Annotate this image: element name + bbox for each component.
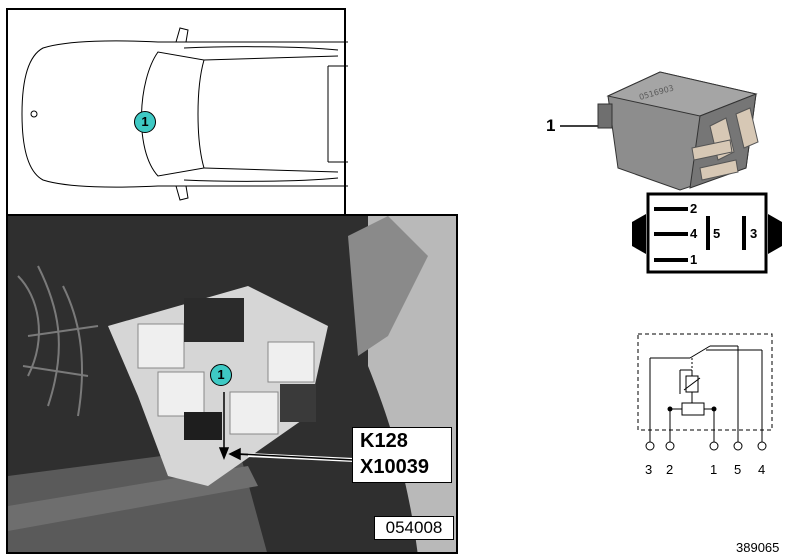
schematic-pin-1-label: 1: [710, 462, 718, 477]
connector-pinout-diagram: [632, 192, 782, 274]
connector-pin-1-label: 1: [690, 252, 698, 267]
connector-pin-2-label: 2: [690, 201, 698, 216]
connector-code-x10039: X10039: [360, 456, 429, 478]
fuse-box-photo: [8, 216, 456, 552]
connector-pin-5-label: 5: [713, 226, 721, 241]
part-callout-number: 1: [546, 116, 556, 135]
car-callout-circle: 1: [134, 111, 156, 133]
component-label-box: K128 X10039: [352, 427, 452, 483]
connector-pin-4-label: 4: [690, 226, 698, 241]
relay-schematic: [637, 333, 773, 451]
installation-photo: 1: [6, 214, 458, 554]
photo-callout-number: 1: [217, 367, 225, 382]
car-location-panel: 1: [6, 8, 348, 216]
photo-reference-code: 054008: [374, 516, 454, 540]
diagram-number: 389065: [736, 540, 780, 555]
relay-illustration: 0516903: [560, 71, 759, 191]
connector-pin-3-label: 3: [750, 226, 758, 241]
schematic-pin-4-label: 4: [758, 462, 766, 477]
schematic-pin-5-label: 5: [734, 462, 742, 477]
schematic-pin-3-label: 3: [645, 462, 653, 477]
schematic-pin-2-label: 2: [666, 462, 674, 477]
component-code-k128: K128: [360, 430, 408, 452]
photo-callout-circle: 1: [210, 364, 232, 386]
car-callout-number: 1: [141, 114, 149, 129]
car-outline: [21, 27, 348, 201]
